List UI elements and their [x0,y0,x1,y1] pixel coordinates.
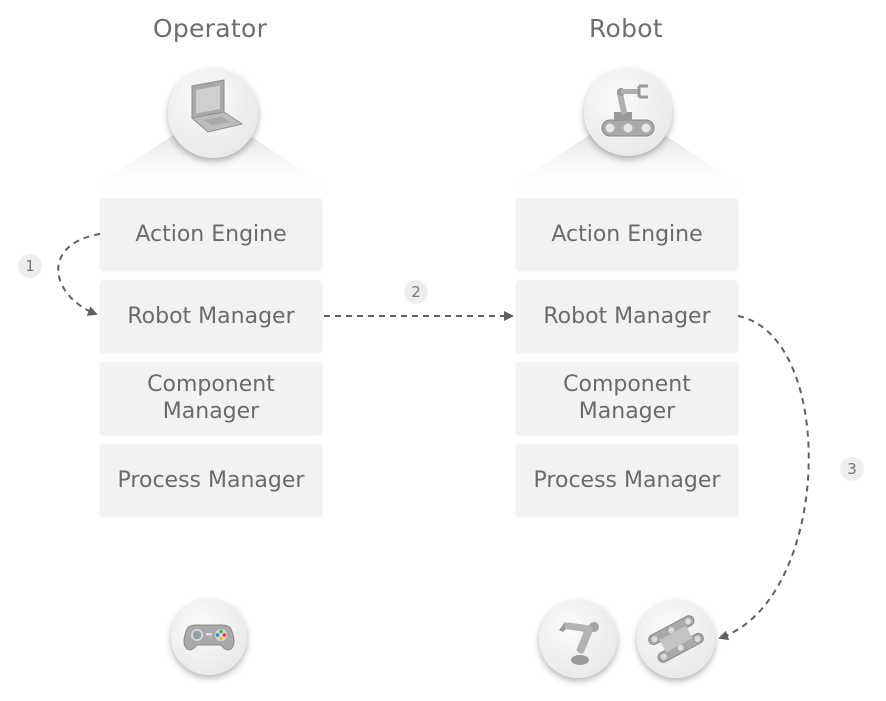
robotic-arm-icon [539,600,617,678]
robot-process-manager: Process Manager [516,444,738,516]
arrow-step-3 [718,315,810,641]
operator-action-engine: Action Engine [100,198,322,270]
operator-component-manager: Component Manager [100,362,322,434]
operator-robot-manager: Robot Manager [100,280,322,352]
robot-robot-manager: Robot Manager [516,280,738,352]
gamepad-icon [171,599,247,675]
tracked-base-icon [637,600,715,678]
robot-action-engine: Action Engine [516,198,738,270]
arrow-step-1 [57,233,101,316]
robot-arm-conveyor-icon [584,68,672,156]
operator-title: Operator [152,14,268,43]
operator-fan-shadow [86,132,336,192]
operator-process-manager: Process Manager [100,444,322,516]
robot-component-manager: Component Manager [516,362,738,434]
laptop-icon [168,68,258,158]
step-badge-3: 3 [840,457,864,481]
robot-fan-shadow [502,132,752,192]
robot-title: Robot [588,14,663,43]
step-badge-2: 2 [404,280,428,304]
step-badge-1: 1 [18,254,42,278]
